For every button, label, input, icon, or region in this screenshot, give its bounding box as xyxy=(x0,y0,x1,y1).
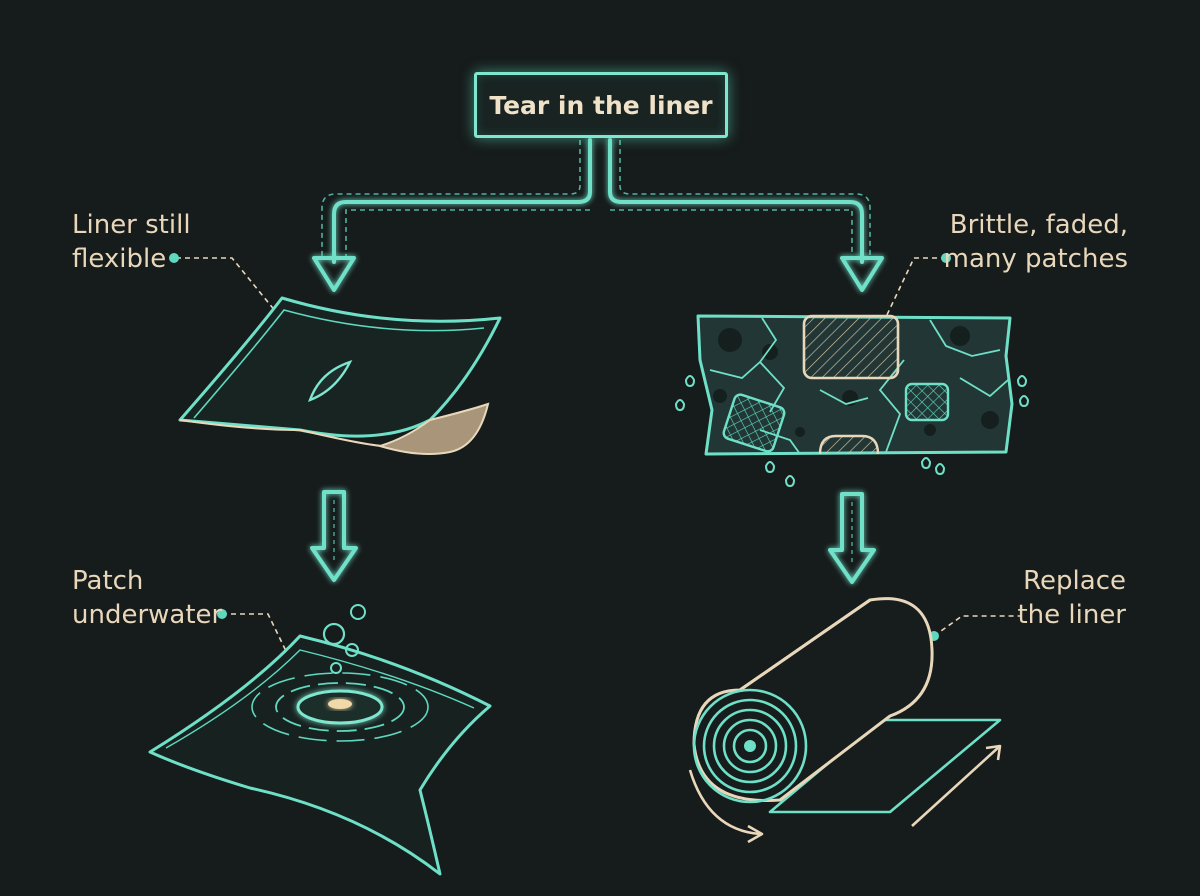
bubble-icon xyxy=(350,604,366,620)
bubble-icon xyxy=(330,662,342,674)
root-node-label: Tear in the liner xyxy=(489,90,713,120)
underwater-patch-icon xyxy=(148,604,492,876)
branch-label-patch: Patch underwater xyxy=(72,566,223,630)
leader-dot xyxy=(941,253,951,263)
connector-root-split xyxy=(332,138,864,264)
root-node: Tear in the liner xyxy=(474,72,728,138)
arrow-down-left-icon xyxy=(312,256,356,292)
torn-flexible-liner-icon xyxy=(178,296,502,455)
branch-label-brittle: Brittle, faded, many patches xyxy=(943,210,1128,274)
cracked-patched-liner-icon xyxy=(674,314,1030,488)
branch-label-flexible: Liner still flexible xyxy=(72,210,191,274)
leader-dot xyxy=(217,609,227,619)
bubble-icon xyxy=(322,622,346,646)
arrow-brittle-to-replace xyxy=(828,492,876,584)
leader-dot xyxy=(169,253,179,263)
branch-label-replace: Replace the liner xyxy=(1017,566,1126,630)
arrow-flexible-to-patch xyxy=(310,490,358,582)
bubble-icon xyxy=(345,643,359,657)
connector-dashes xyxy=(321,140,871,258)
arrow-down-right-icon xyxy=(840,256,884,292)
liner-roll-icon xyxy=(688,597,1002,844)
